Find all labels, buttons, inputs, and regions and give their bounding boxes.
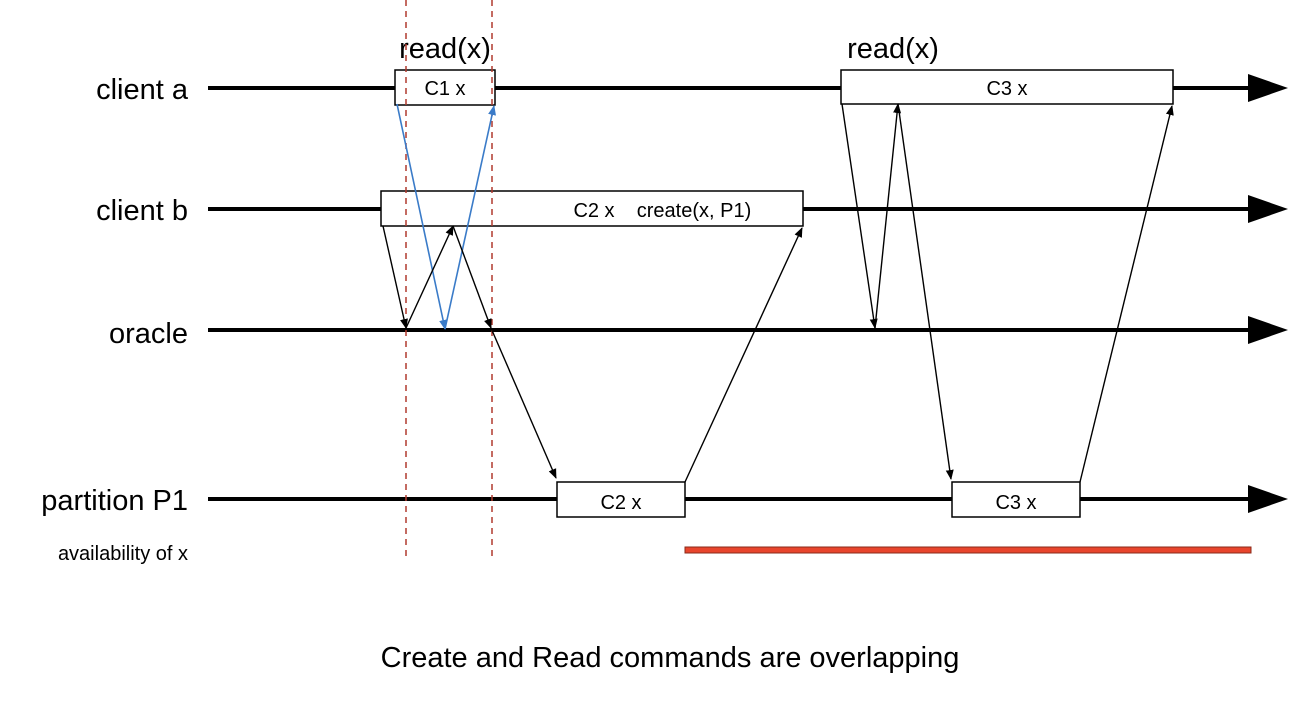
message-c3-to-partition (897, 103, 954, 480)
timeline-arrowhead-client-a (1248, 74, 1288, 102)
caption: Create and Read commands are overlapping (381, 642, 960, 674)
lane-label-oracle: oracle (109, 318, 188, 350)
box-c2-partition-label: C2 x (600, 492, 641, 514)
timeline-arrowhead-partition-p1 (1248, 485, 1288, 513)
message-c2-to-oracle-2 (452, 225, 492, 329)
availability-label: availability of x (58, 543, 188, 565)
lane-label-client-b: client b (96, 195, 188, 227)
message-oracle-to-c2 (405, 225, 454, 329)
message-oracle-to-partition (490, 327, 557, 479)
box-c2-client-b (380, 190, 804, 227)
box-c3-client-a-label: C3 x (986, 78, 1027, 100)
box-c3-client-a (840, 69, 1174, 105)
lane-label-client-a: client a (96, 74, 189, 106)
op-read-1: read(x) (399, 33, 491, 65)
timeline-arrowhead-client-b (1248, 195, 1288, 223)
box-c3-partition (951, 481, 1081, 518)
op-read-2: read(x) (847, 33, 939, 65)
availability-bar (684, 546, 1252, 554)
box-c1 (394, 69, 496, 106)
message-oracle-to-c3 (874, 103, 902, 329)
message-c2-to-oracle (382, 225, 408, 329)
box-c1-label: C1 x (424, 78, 465, 100)
box-c3-partition-label: C3 x (995, 492, 1036, 514)
message-c1-request (396, 103, 448, 330)
message-partition-to-c3 (1079, 105, 1174, 483)
box-c2-partition (556, 481, 686, 518)
box-c2-create-label: create(x, P1) (637, 200, 751, 222)
message-partition-to-c2 (684, 227, 803, 483)
timeline-arrowhead-oracle (1248, 316, 1288, 344)
box-c2-client-b-label: C2 x (573, 200, 614, 222)
message-c1-reply (444, 105, 496, 330)
message-c3-to-oracle (841, 103, 878, 329)
lane-label-partition-p1: partition P1 (41, 485, 188, 517)
